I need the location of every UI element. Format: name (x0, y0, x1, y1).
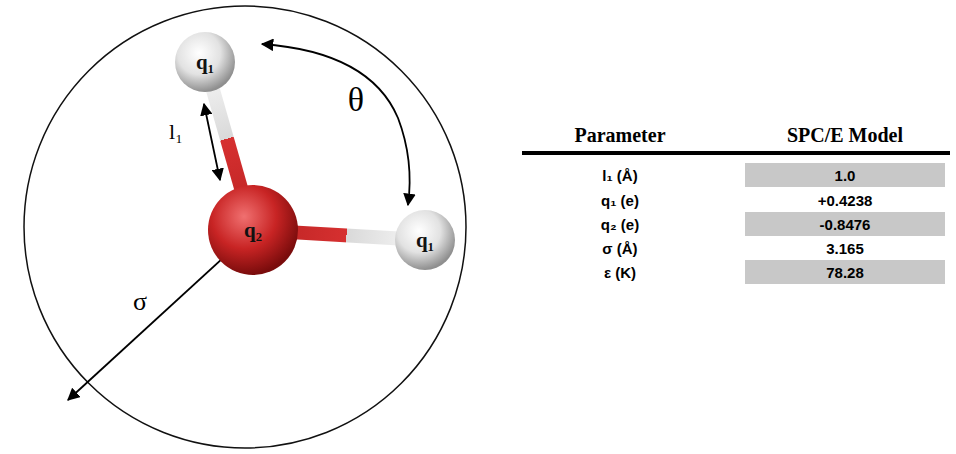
chemical-bond (294, 232, 399, 238)
charge-label: q₁ (196, 50, 214, 75)
atom-sphere (175, 32, 235, 92)
bond-length-label: l₁ (169, 119, 183, 145)
table-cell: 3.165 (826, 240, 864, 257)
chemical-bond (212, 87, 242, 191)
angle-arrow (262, 44, 410, 205)
oxygen-atom: q₂ (208, 185, 298, 275)
table-header: Parameter (574, 124, 665, 147)
table-cell: -0.8476 (820, 216, 871, 233)
hydrogen-atom: q₁ (395, 210, 455, 270)
table-cell-shade (745, 212, 945, 236)
charge-label: q₁ (416, 228, 434, 253)
atom-sphere (208, 185, 298, 275)
table-header: SPC/E Model (787, 124, 903, 147)
table-cell: q₁ (e) (601, 192, 639, 209)
hydrogen-atom: q₁ (175, 32, 235, 92)
table-cell: σ (Å) (602, 240, 637, 257)
sigma-label: σ (133, 287, 147, 317)
table-cell: 1.0 (835, 167, 856, 184)
cutoff-circle (24, 6, 466, 448)
table-cell: +0.4238 (818, 192, 873, 209)
table-cell-shade (745, 163, 945, 187)
atom-sphere (395, 210, 455, 270)
angle-label: θ (348, 81, 364, 119)
charge-label: q₂ (244, 218, 262, 243)
table-cell: ε (K) (604, 264, 636, 281)
table-cell: l₁ (Å) (602, 167, 637, 184)
table-cell: q₂ (e) (601, 216, 639, 233)
table-cell-shade (745, 260, 945, 284)
table-cell: 78.28 (826, 264, 864, 281)
table-rule (522, 151, 950, 155)
